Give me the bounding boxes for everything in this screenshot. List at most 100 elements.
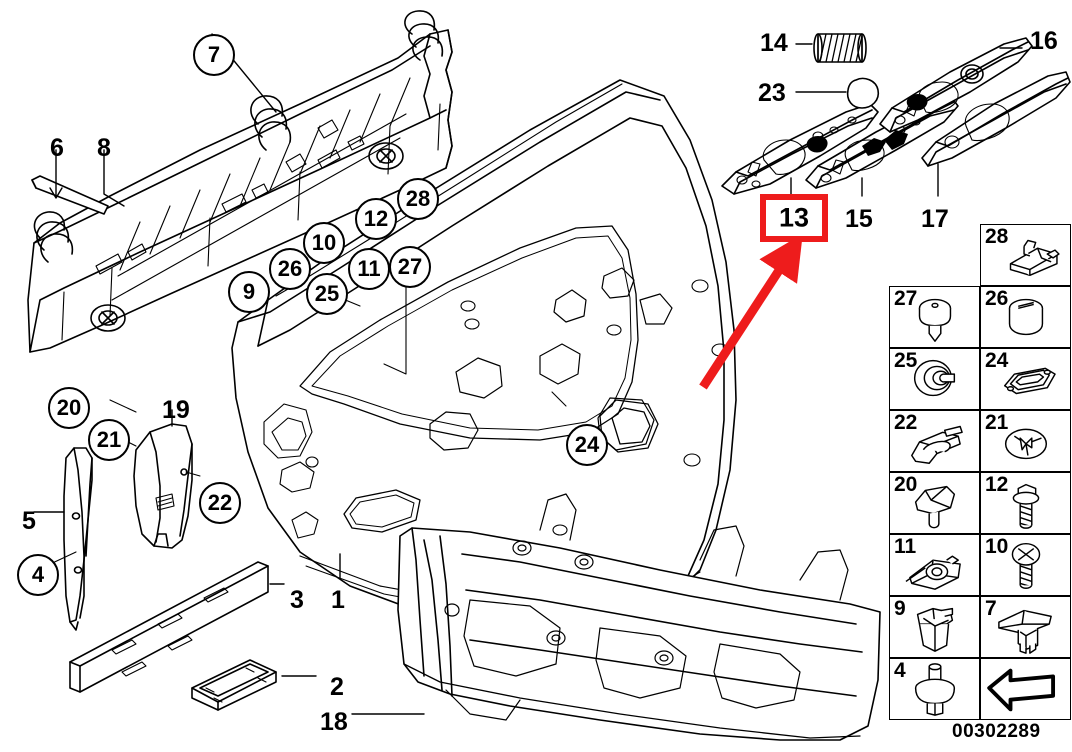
legend-cell-number: 21 (985, 411, 1009, 434)
round-cap-plug-icon (1008, 298, 1044, 336)
tri-spoke-disc-clip-icon (1004, 428, 1048, 460)
legend-cell-7: 7 (980, 596, 1071, 658)
callout-circle-label: 28 (405, 186, 431, 211)
legend-cell-number: 9 (894, 597, 906, 620)
part-6-rod (31, 175, 109, 215)
grommet-mushroom-clip-icon (918, 298, 952, 342)
legend-cell-9: 9 (889, 596, 980, 658)
callout-circle-26: 26 (269, 248, 311, 290)
diagram-part-number: 00302289 (952, 721, 1041, 742)
leader-27 (383, 265, 407, 375)
callout-circle-label: 27 (397, 254, 423, 279)
legend-cell-number: 10 (985, 535, 1009, 558)
knob-cover-cap-icon (914, 485, 956, 529)
part-label-14: 14 (760, 29, 788, 57)
oval-cover-trim-icon (1003, 367, 1056, 395)
legend-cell-22: 22 (889, 410, 980, 472)
leader-20 (109, 399, 137, 413)
callout-circle-27: 27 (389, 246, 431, 288)
legend-cell-number: 4 (894, 659, 906, 682)
callout-circle-label: 12 (363, 206, 389, 231)
part-label-23: 23 (758, 79, 786, 107)
legend-cell-12: 12 (980, 472, 1071, 534)
part-label-16: 16 (1030, 27, 1058, 55)
part-label-19: 19 (162, 396, 190, 424)
part-label-15: 15 (845, 205, 873, 233)
part-15-center-rail-trim (805, 97, 959, 189)
callout-circle-28: 28 (397, 178, 439, 220)
callout-circle-label: 22 (207, 490, 233, 515)
trim-retainer-clip-icon (998, 609, 1052, 654)
legend-cell-number: 28 (985, 225, 1009, 248)
part-label-2: 2 (330, 673, 344, 701)
callout-circle-label: 20 (56, 395, 82, 420)
legend-cell-number: 24 (985, 349, 1009, 372)
callout-circle-24: 24 (566, 424, 608, 466)
part-label-5: 5 (22, 507, 36, 535)
part-5-pillar-trim (63, 447, 93, 631)
plate-nut-clip-icon (905, 555, 961, 590)
callout-circle-21: 21 (88, 419, 130, 461)
push-pin-rivet-icon (914, 663, 956, 716)
part-1-tailgate-trim-panel (231, 79, 737, 627)
part-3-flat-board (69, 561, 269, 693)
part-8-upper-trim-rail (27, 10, 453, 353)
legend-cell-number: 27 (894, 287, 918, 310)
callout-circle-10: 10 (303, 222, 345, 264)
callout-circle-7: 7 (193, 34, 235, 76)
part-label-8: 8 (97, 134, 111, 162)
legend-cell-24: 24 (980, 348, 1071, 410)
legend-cell-20: 20 (889, 472, 980, 534)
leader-24 (551, 391, 567, 407)
callout-circle-label: 9 (242, 279, 256, 304)
callout-circle-12: 12 (355, 198, 397, 240)
highlight-box-label: 13 (778, 202, 810, 233)
legend-cell-number: 26 (985, 287, 1009, 310)
hex-flange-screw-icon (1012, 483, 1040, 529)
callout-circle-label: 24 (574, 432, 600, 457)
part-23-grommet (846, 77, 880, 109)
leader-22 (185, 471, 201, 477)
callout-circle-label: 10 (311, 230, 337, 255)
legend-cell-number: 22 (894, 411, 918, 434)
part-19-side-cover (133, 423, 193, 549)
callout-circle-label: 7 (207, 42, 221, 67)
legend-cell-11: 11 (889, 534, 980, 596)
legend-cell-arrow (980, 658, 1071, 720)
legend-cell-number: 20 (894, 473, 918, 496)
legend-cell-number: 25 (894, 349, 918, 372)
part-2-small-frame (191, 659, 277, 711)
legend-cell-number: 7 (985, 597, 997, 620)
callout-circle-label: 4 (31, 562, 45, 587)
legend-cell-26: 26 (980, 286, 1071, 348)
spring-clip-bracket-icon (911, 425, 963, 464)
part-16-upper-right-rail (879, 37, 1033, 133)
legend-cell-number: 11 (894, 535, 917, 558)
legend-cell-number: 12 (985, 473, 1009, 496)
legend-cell-10: 10 (980, 534, 1071, 596)
hardware-legend-grid: 28 27 26 25 24 22 21 20 12 11 10 9 7 4 (889, 224, 1071, 720)
highlight-box-13: 13 (760, 194, 828, 242)
callout-circle-label: 26 (277, 256, 303, 281)
callout-circle-22: 22 (199, 482, 241, 524)
part-label-1: 1 (331, 586, 345, 614)
pan-head-screw-icon (1011, 542, 1041, 589)
part-17-lower-right-rail (921, 71, 1071, 167)
part-14-coil-spring (813, 33, 867, 63)
expansion-rivet-icon (916, 607, 954, 652)
legend-cell-27: 27 (889, 286, 980, 348)
part-13-rail-trim (721, 103, 879, 195)
callout-circle-20: 20 (48, 387, 90, 429)
callout-circle-label: 25 (314, 281, 340, 306)
leader-6 (49, 149, 63, 199)
callout-circle-25: 25 (306, 273, 348, 315)
callout-circle-11: 11 (348, 248, 390, 290)
callout-circle-label: 21 (96, 427, 122, 452)
callout-circle-9: 9 (228, 271, 270, 313)
legend-cell-21: 21 (980, 410, 1071, 472)
clip-flat-bracket-icon (1009, 239, 1060, 277)
legend-cell-28: 28 (980, 224, 1071, 286)
leader-8 (103, 149, 125, 207)
legend-cell-25: 25 (889, 348, 980, 410)
